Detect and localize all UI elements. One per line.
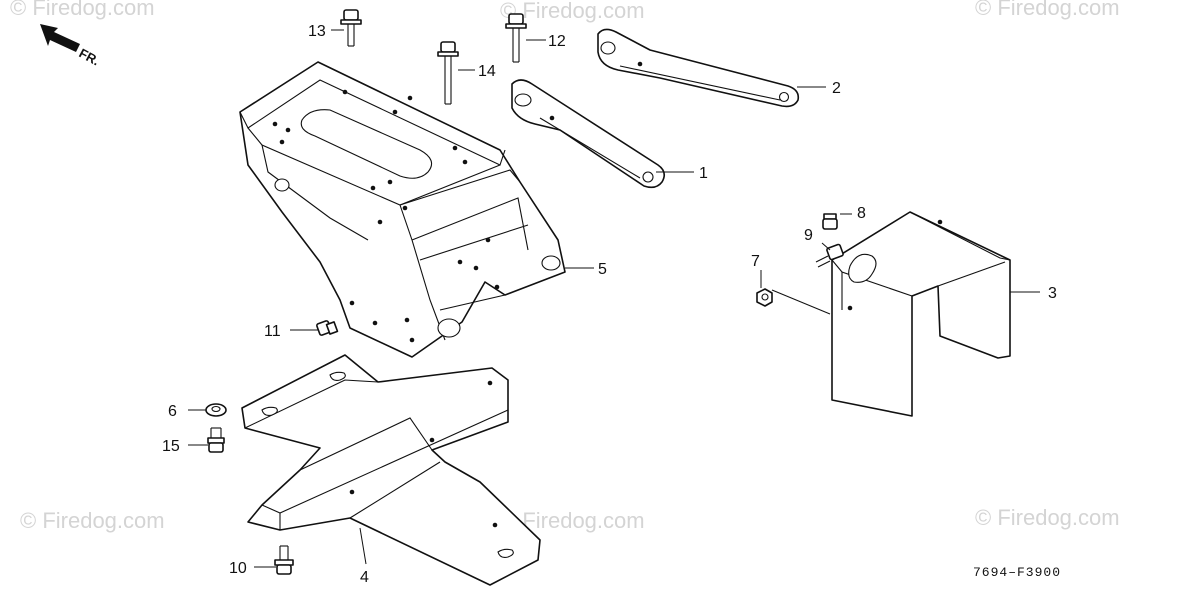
callout-4: 4 — [360, 569, 369, 586]
watermarks: © Firedog.com © Firedog.com © Firedog.co… — [10, 0, 1120, 533]
bolt-10 — [274, 545, 294, 575]
callout-14: 14 — [478, 63, 496, 80]
callout-6: 6 — [168, 403, 177, 420]
diagram-code: 7694–F3900 — [973, 565, 1061, 580]
bolt-11 — [316, 320, 339, 336]
part-5-main-bracket — [239, 61, 566, 358]
bolt-8 — [822, 213, 838, 230]
bolt-9 — [815, 243, 844, 268]
watermark-top-left: © Firedog.com — [10, 0, 155, 20]
callout-12: 12 — [548, 33, 566, 50]
callouts: 13 12 14 2 1 5 3 8 9 7 11 6 15 10 4 — [162, 23, 1057, 586]
callout-11: 11 — [264, 323, 281, 340]
part-2-arm — [597, 28, 800, 108]
washer-6 — [205, 403, 227, 417]
bolt-15 — [207, 427, 225, 453]
watermark-top-center: © Firedog.com — [500, 0, 645, 23]
part-1-arm — [511, 79, 666, 189]
callout-1: 1 — [699, 165, 708, 182]
nut-7 — [756, 288, 773, 307]
bolt-14 — [437, 41, 459, 105]
bolt-13 — [340, 9, 362, 47]
watermark-right: © Firedog.com — [975, 505, 1120, 530]
callout-13: 13 — [308, 23, 326, 40]
callout-3: 3 — [1048, 285, 1057, 302]
front-direction-arrow-icon: FR. — [40, 24, 102, 68]
direction-label: FR. — [77, 45, 103, 68]
callout-2: 2 — [832, 80, 841, 97]
watermark-left: © Firedog.com — [20, 508, 165, 533]
callout-8: 8 — [857, 205, 866, 222]
watermark-top-right: © Firedog.com — [975, 0, 1120, 20]
part-3-guard — [831, 211, 1011, 417]
leader-lines — [188, 29, 1040, 568]
part-4-lower-bracket — [241, 354, 541, 586]
callout-9: 9 — [804, 227, 813, 244]
callout-7: 7 — [751, 253, 760, 270]
callout-10: 10 — [229, 560, 247, 577]
callout-15: 15 — [162, 438, 180, 455]
bolt-12 — [505, 13, 527, 63]
callout-5: 5 — [598, 261, 607, 278]
